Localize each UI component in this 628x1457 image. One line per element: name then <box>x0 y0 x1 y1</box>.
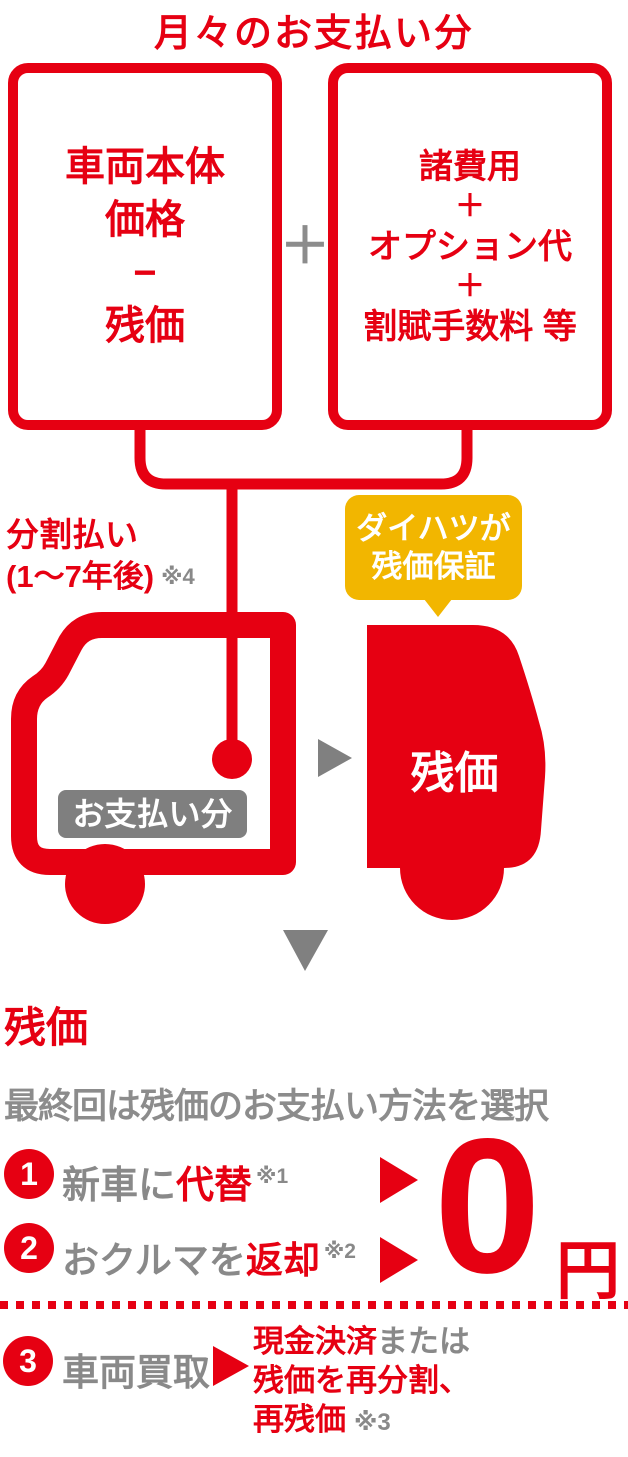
vehicle-price-line1: 車両本体 <box>65 144 225 189</box>
payment-portion-label: お支払い分 <box>58 790 247 838</box>
badge-tail-icon <box>424 599 452 617</box>
option3-arrow-icon <box>213 1346 249 1386</box>
fees-line3: 割賦手数料 等 <box>363 307 577 346</box>
option1-text: 新車に代替※1 <box>62 1154 288 1209</box>
connector-bracket <box>134 428 473 490</box>
final-payment-subtitle: 最終回は残価のお支払い方法を選択 <box>4 1087 549 1126</box>
vehicle-price-box: 車両本体 価格 − 残価 <box>8 63 282 430</box>
fees-box: 諸費用 ＋ オプション代 ＋ 割賦手数料 等 <box>328 63 612 430</box>
page-title: 月々のお支払い分 <box>153 13 474 55</box>
plus-sign: ＋ <box>280 218 330 274</box>
option3-note: ※3 <box>354 1409 391 1436</box>
fees-line2: オプション代 <box>368 227 572 266</box>
arrow-right-icon <box>318 739 352 777</box>
option3-result-line3: 再残価※3 <box>253 1402 391 1437</box>
option3-result-line2: 残価を再分割、 <box>253 1363 470 1398</box>
dashed-divider <box>0 1301 628 1309</box>
residual-heading: 残価 <box>4 1004 89 1051</box>
car-front-wheel-icon <box>65 844 145 924</box>
option2-gray-text: おクルマを <box>62 1240 246 1281</box>
residual-word: 残価 <box>105 303 185 348</box>
installment-label: 分割払い (1〜7年後)※4 <box>6 514 195 597</box>
yen-unit: 円 <box>556 1235 620 1307</box>
badge-line1: ダイハツが <box>356 510 511 546</box>
option2-red-text: 返却 <box>245 1240 320 1281</box>
option2-number-badge: 2 <box>4 1223 54 1273</box>
installment-note: ※4 <box>161 564 195 589</box>
option3-label: 車両買取 <box>62 1352 210 1393</box>
option1-arrow-icon <box>380 1157 418 1203</box>
option3-number-badge: 3 <box>3 1336 53 1386</box>
option2-text: おクルマを返却※2 <box>62 1230 356 1284</box>
option1-red-text: 代替 <box>176 1165 253 1207</box>
zero-amount: 0 <box>434 1098 541 1313</box>
car-rear-wheel-icon <box>400 816 504 920</box>
option1-note: ※1 <box>256 1165 289 1188</box>
payment-pin-circle <box>212 739 252 779</box>
badge-line2: 残価保証 <box>371 548 496 584</box>
fees-plus1: ＋ <box>455 189 485 223</box>
vehicle-price-line2: 価格 <box>105 197 185 242</box>
arrow-down-icon <box>283 930 328 971</box>
option1-number-badge: 1 <box>4 1149 54 1199</box>
option3-result: 現金決済または 残価を再分割、 再残価※3 <box>253 1322 470 1442</box>
option1-gray-text: 新車に <box>62 1165 177 1207</box>
residual-value-on-car: 残価 <box>410 749 499 798</box>
guarantee-badge: ダイハツが 残価保証 <box>345 495 522 600</box>
minus-sign: − <box>133 250 157 295</box>
option3-result-line1: 現金決済または <box>253 1324 470 1359</box>
option2-arrow-icon <box>380 1237 418 1283</box>
option2-note: ※2 <box>323 1240 356 1263</box>
installment-line1: 分割払い <box>6 516 138 553</box>
fees-plus2: ＋ <box>455 269 485 303</box>
fees-line1: 諸費用 <box>419 147 521 186</box>
installment-line2: (1〜7年後)※4 <box>6 559 195 594</box>
